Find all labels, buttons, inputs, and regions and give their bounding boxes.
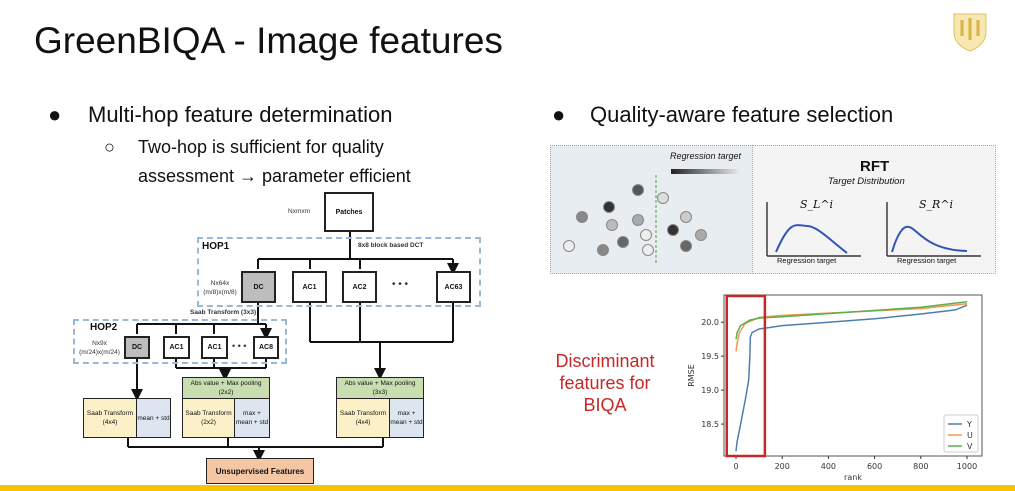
ellipsis: • • • bbox=[232, 341, 247, 351]
hop1-ac63-node: AC63 bbox=[436, 271, 471, 303]
y-tick-label: 19.5 bbox=[701, 352, 719, 361]
rft-illustration bbox=[563, 169, 981, 265]
hop2-label: HOP2 bbox=[90, 322, 118, 333]
slide-title: GreenBIQA - Image features bbox=[34, 20, 503, 61]
diagram-connectors bbox=[127, 232, 500, 491]
hop1-region bbox=[197, 237, 481, 307]
hop1-dim-label: Nx64x (m/8)x(m/8) bbox=[203, 280, 237, 296]
hop1-label: HOP1 bbox=[202, 241, 230, 252]
hop1-ac2-node: AC2 bbox=[342, 271, 377, 303]
sub-bullet-line1: Two-hop is sufficient for quality bbox=[138, 137, 384, 157]
plot-frame bbox=[723, 294, 983, 457]
hop2-ac1-node: AC1 bbox=[163, 336, 190, 359]
discriminant-callout: Discriminant features for BIQA bbox=[555, 351, 655, 415]
y-tick-label: 18.5 bbox=[701, 420, 719, 429]
right-distribution-curve bbox=[891, 225, 968, 253]
max-mean-std-box-2: max + mean + std bbox=[389, 398, 424, 438]
hop2-ac8-node: AC8 bbox=[253, 336, 279, 359]
hop2-dc-node: DC bbox=[124, 336, 150, 359]
x-axis-label: rank bbox=[844, 473, 862, 482]
sub-bullet-line2: assessment → parameter efficient bbox=[138, 166, 411, 186]
hop1-dc-node: DC bbox=[241, 271, 276, 303]
unsupervised-features-box: Unsupervised Features bbox=[206, 458, 314, 484]
x-tick-label: 800 bbox=[913, 462, 928, 471]
left-distribution-curve bbox=[775, 224, 848, 254]
ellipsis: • • • bbox=[392, 279, 409, 290]
x-tick-label: 1000 bbox=[957, 462, 977, 471]
right-bullet: Quality-aware feature selection bbox=[590, 102, 894, 127]
mean-std-box: mean + std bbox=[136, 398, 171, 438]
legend-label-v: V bbox=[967, 442, 973, 451]
hop2-ac1b-node: AC1 bbox=[201, 336, 228, 359]
accent-bar bbox=[0, 485, 1015, 491]
rft-title: RFT bbox=[860, 158, 890, 175]
saab-4x4-box: Saab Transform (4x4) bbox=[83, 398, 137, 438]
patches-node: Patches bbox=[324, 192, 374, 232]
dct-label: 8x8 block based DCT bbox=[358, 242, 424, 249]
rft-panel bbox=[752, 145, 996, 274]
x-tick-label: 0 bbox=[733, 462, 738, 471]
regression-target-label: Regression target bbox=[670, 151, 742, 161]
right-subset-label: S_R^i bbox=[919, 198, 954, 211]
rft-subtitle: Target Distribution bbox=[828, 176, 905, 187]
left-bullet: Multi-hop feature determination bbox=[88, 102, 393, 127]
saab-3x3-label: Saab Transform (3x3) bbox=[190, 309, 257, 316]
highlight-box bbox=[725, 294, 767, 458]
x-tick-label: 200 bbox=[775, 462, 790, 471]
y-tick-label: 19.0 bbox=[701, 386, 719, 395]
bullet-icon: ● bbox=[48, 102, 62, 127]
left-axis-label: Regression target bbox=[777, 256, 837, 265]
legend-label-y: Y bbox=[966, 420, 972, 429]
pool-3x3-box: Abs value + Max pooling (3x3) bbox=[336, 377, 424, 399]
hop2-region bbox=[73, 319, 287, 364]
y-axis-label: RMSE bbox=[687, 364, 696, 387]
rmse-rank-chart: 0 200 400 600 800 1000 18.5 19.0 19.5 20.0 rank RMS… bbox=[687, 294, 983, 482]
bullet-icon: ● bbox=[552, 102, 566, 127]
x-tick-label: 600 bbox=[867, 462, 882, 471]
x-tick-label: 400 bbox=[821, 462, 836, 471]
right-axis-label: Regression target bbox=[897, 256, 957, 265]
series-line-v bbox=[735, 301, 968, 340]
left-subset-label: S_L^i bbox=[800, 198, 834, 211]
sub-bullet-icon: ○ bbox=[104, 137, 115, 157]
saab-2x2-box: Saab Transform (2x2) bbox=[182, 398, 235, 438]
patches-dim-label: Nxmxm bbox=[288, 208, 311, 215]
regression-gradient-bar bbox=[671, 169, 741, 174]
university-logo-icon bbox=[953, 13, 987, 52]
series-line-y bbox=[735, 304, 968, 452]
hop2-dim-label: Nx9x (m/24)x(m/24) bbox=[79, 340, 120, 356]
legend-label-u: U bbox=[967, 431, 973, 440]
max-mean-std-box: max + mean + std bbox=[234, 398, 270, 438]
y-tick-label: 20.0 bbox=[701, 318, 719, 327]
hop1-ac1-node: AC1 bbox=[292, 271, 327, 303]
saab-4x4-box-2: Saab Transform (4x4) bbox=[336, 398, 390, 438]
pool-2x2-box: Abs value + Max pooling (2x2) bbox=[182, 377, 270, 399]
